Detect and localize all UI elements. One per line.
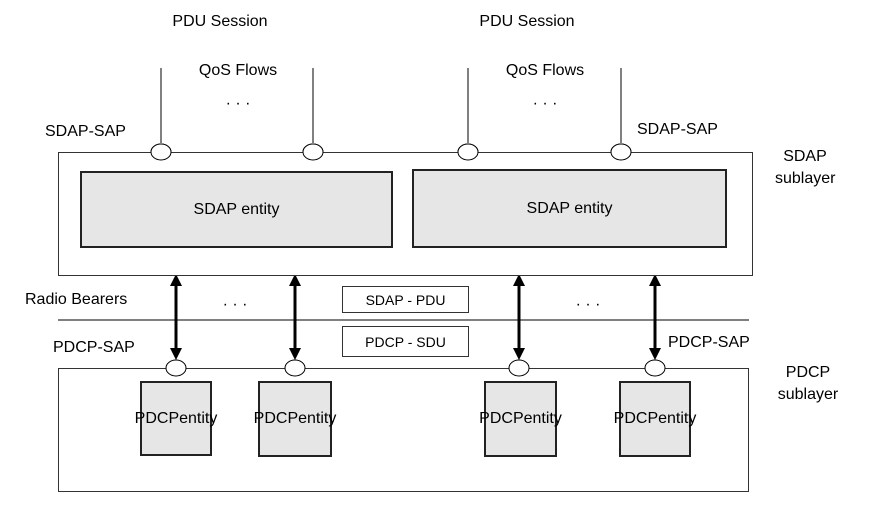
sdap-sublayer-label: SDAP sublayer	[775, 148, 836, 187]
pdcp-entity-label-line2: entity	[658, 410, 697, 427]
sdap-entity-label: SDAP entity	[526, 199, 613, 217]
radio-bearers-label: Radio Bearers	[25, 291, 128, 308]
qos-flows-ellipsis: · · ·	[532, 95, 558, 112]
pdcp-entity-box: PDCP entity	[479, 381, 562, 457]
sdap-entity-box: SDAP entity	[412, 169, 727, 248]
radio-bearers-ellipsis: · · ·	[222, 296, 248, 313]
qos-flows-ellipsis: · · ·	[225, 95, 251, 112]
radio-bearers-ellipsis: · · ·	[575, 296, 601, 313]
pdcp-entity-label-line1: PDCP	[613, 410, 659, 427]
sdap-sap-label: SDAP-SAP	[45, 123, 126, 140]
pdcp-entity-box: PDCP entity	[135, 381, 217, 456]
pdu-session-label: PDU Session	[479, 13, 575, 30]
qos-flows-label: QoS Flows	[198, 62, 278, 79]
pdcp-sap-label: PDCP-SAP	[668, 334, 750, 351]
sdap-pdu-label: SDAP - PDU	[365, 291, 446, 308]
sdap-entity-label: SDAP entity	[193, 200, 280, 218]
pdcp-sdu-box: PDCP - SDU	[342, 326, 469, 357]
pdcp-entity-label-line1: PDCP	[253, 410, 299, 427]
pdcp-entity-label-line2: entity	[298, 410, 337, 427]
pdcp-entity-box: PDCP entity	[614, 381, 696, 457]
pdcp-sap-label: PDCP-SAP	[53, 339, 135, 356]
sdap-entity-box: SDAP entity	[80, 171, 393, 248]
pdu-session-label: PDU Session	[172, 13, 268, 30]
sdap-sap-label: SDAP-SAP	[637, 121, 718, 138]
pdcp-sdu-label: PDCP - SDU	[365, 333, 446, 350]
pdcp-entity-box: PDCP entity	[254, 381, 336, 457]
sdap-pdu-box: SDAP - PDU	[342, 286, 469, 313]
qos-flows-label: QoS Flows	[505, 62, 585, 79]
pdcp-entity-label-line2: entity	[523, 410, 562, 427]
pdcp-sublayer-label: PDCP sublayer	[777, 364, 839, 403]
pdcp-entity-label-line2: entity	[179, 409, 218, 427]
pdcp-entity-label-line1: PDCP	[479, 410, 524, 427]
pdcp-entity-label-line1: PDCP	[134, 409, 180, 427]
